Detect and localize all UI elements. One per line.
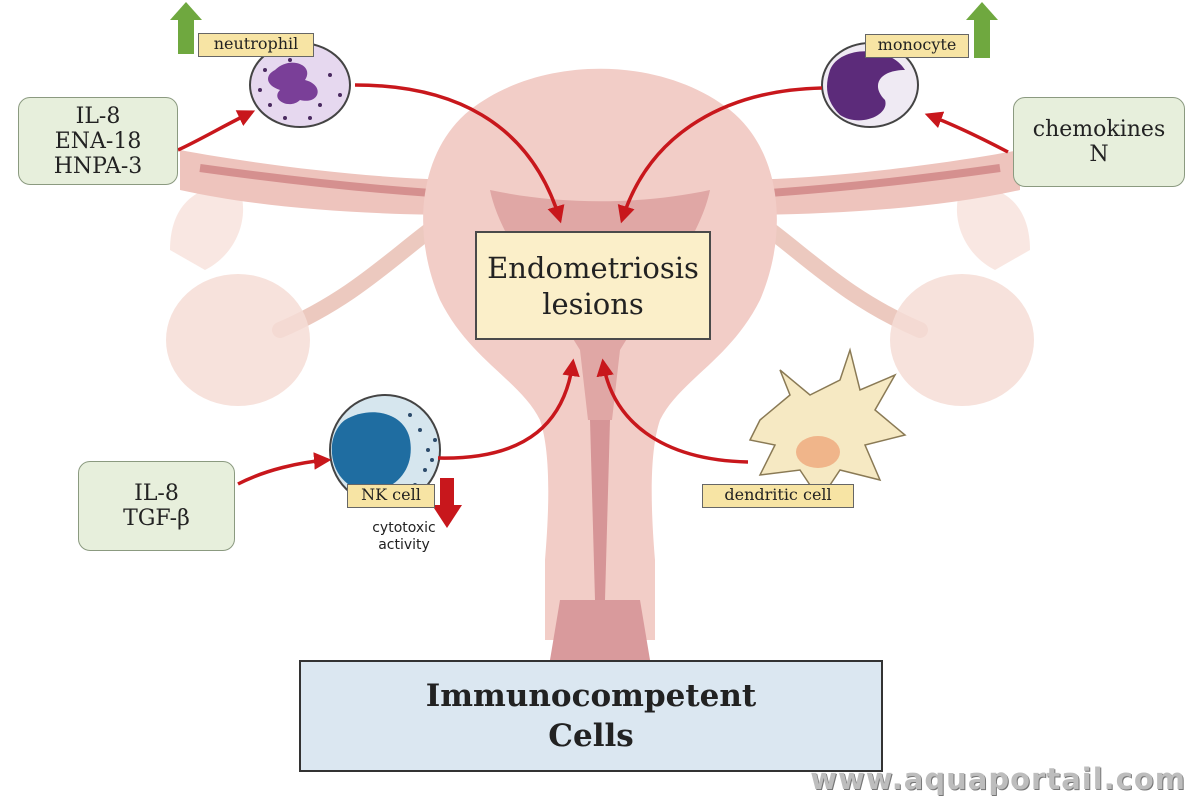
chemokine-box-right-top: chemokines N (1013, 97, 1185, 187)
endometriosis-lesions-box: Endometriosis lesions (475, 231, 711, 340)
dendritic-cell-graphic (748, 347, 907, 502)
factor-line: N (1089, 142, 1109, 167)
factor-line: IL-8 (75, 103, 121, 129)
left-ovary (166, 274, 310, 406)
cytotoxic-activity-note: cytotoxic activity (354, 520, 454, 554)
arrow-nk-to-lesions (437, 358, 580, 460)
monocyte-increase-arrow (966, 2, 998, 58)
dendritic-cell-label: dendritic cell (702, 484, 854, 508)
arrow-chemokines-to-monocyte (924, 111, 1009, 154)
right-ovary (890, 274, 1034, 406)
lesion-line: lesions (542, 286, 644, 321)
monocyte-cell-graphic (821, 42, 919, 128)
uterus-illustration (166, 68, 1034, 660)
immuno-line: Cells (548, 718, 634, 754)
neutrophil-cell-graphic (249, 42, 351, 128)
factor-line: TGF-β (123, 506, 190, 531)
arrow-monocyte-to-lesions (617, 86, 823, 224)
immuno-line: Immunocompetent (425, 678, 757, 714)
lesion-line: Endometriosis (487, 250, 699, 285)
factor-line: IL-8 (134, 481, 179, 506)
neutrophil-label: neutrophil (198, 33, 314, 57)
note-line: activity (378, 537, 430, 553)
cytokine-box-left-top: IL-8 ENA-18 HNPA-3 (18, 97, 178, 185)
arrow-dendritic-to-lesions (596, 358, 749, 464)
nk-cell-graphic (329, 394, 441, 506)
monocyte-label: monocyte (865, 34, 969, 58)
nk-cell-label: NK cell (347, 484, 435, 508)
left-fimbria (170, 187, 244, 270)
nk-decrease-arrow (432, 478, 462, 528)
cytokine-box-left-bottom: IL-8 TGF-β (78, 461, 235, 551)
note-line: cytotoxic (372, 520, 436, 536)
right-fimbria (956, 187, 1030, 270)
neutrophil-increase-arrow (170, 2, 202, 54)
cervical-canal (590, 420, 610, 600)
watermark: www.aquaportail.com (810, 762, 1186, 796)
factor-line: ENA-18 (54, 128, 142, 154)
arrow-factors-to-neutrophil (177, 110, 256, 152)
arrow-neutrophil-to-lesions (354, 83, 565, 224)
arrow-factors-to-nk (237, 452, 332, 486)
vaginal-canal (550, 600, 650, 660)
factor-line: chemokines (1032, 117, 1166, 142)
immunocompetent-cells-box: Immunocompetent Cells (299, 660, 883, 772)
factor-line: HNPA-3 (53, 153, 143, 179)
